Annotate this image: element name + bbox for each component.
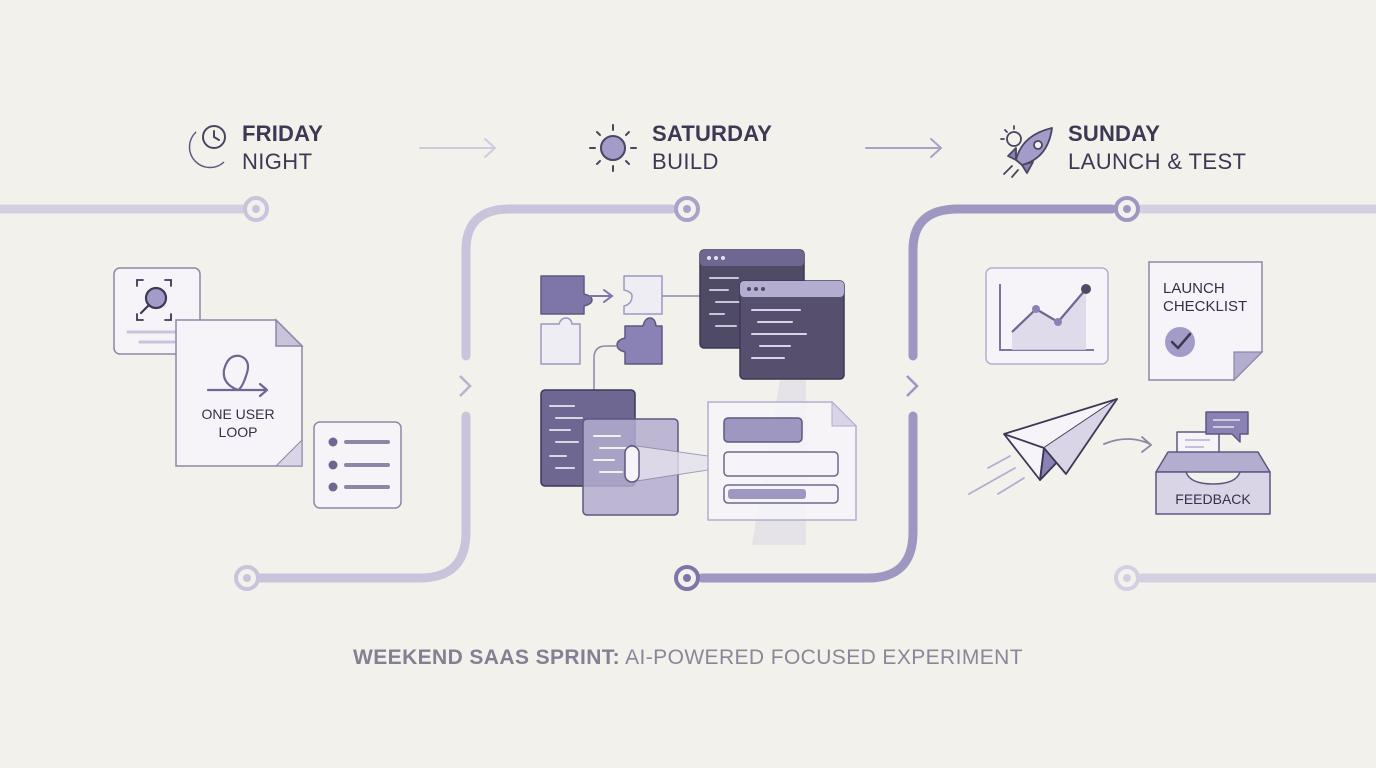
footer-caption: WEEKEND SAAS SPRINT: AI-POWERED FOCUSED …	[0, 646, 1376, 670]
arrow-right-icon	[589, 289, 614, 303]
footer-caption-bold: WEEKEND SAAS SPRINT:	[353, 646, 621, 669]
day-subtitle-saturday: BUILD	[652, 149, 719, 174]
sun-icon	[589, 124, 637, 172]
feedback-label: FEEDBACK	[1175, 491, 1251, 507]
day-title-friday: FRIDAY	[242, 121, 324, 146]
day-title-sunday: SUNDAY	[1068, 121, 1161, 146]
user-loop-label-line1: ONE USER	[201, 406, 275, 422]
chevron-right-icon	[906, 375, 919, 397]
arrow-right-icon	[865, 138, 942, 158]
search-icon	[136, 279, 172, 321]
form-button	[723, 417, 803, 443]
chevron-right-icon	[459, 375, 472, 397]
track-friday-bottom	[255, 411, 471, 583]
paper-plane-icon	[1003, 398, 1118, 481]
user-loop-label: ONE USER LOOP	[180, 405, 296, 441]
footer-caption-rest: AI-POWERED FOCUSED EXPERIMENT	[620, 646, 1023, 669]
rocket-icon	[1000, 125, 1053, 178]
saturday-cluster	[540, 249, 858, 545]
launch-checklist-label: LAUNCH CHECKLIST	[1163, 280, 1247, 316]
form-input	[723, 451, 839, 477]
check-circle-icon	[1165, 327, 1195, 357]
day-subtitle-sunday: LAUNCH & TEST	[1068, 149, 1247, 174]
inbox-icon	[1155, 451, 1271, 515]
arrow-right-icon	[419, 138, 496, 158]
friday-cluster	[113, 267, 402, 509]
timeline-tracks	[0, 204, 1376, 583]
user-loop-label-line2: LOOP	[218, 424, 258, 440]
loop-arrow-icon	[206, 354, 269, 398]
moon-clock-icon	[188, 125, 226, 169]
track-saturday-top	[461, 204, 677, 361]
track-saturday-bottom	[697, 411, 918, 583]
puzzle-icon	[540, 275, 663, 365]
code-window	[739, 280, 845, 380]
launch-checklist-line2: CHECKLIST	[1163, 298, 1248, 315]
day-title-saturday: SATURDAY	[652, 121, 773, 146]
track-sunday-top	[908, 204, 1117, 361]
timeline-nodes	[234, 196, 1140, 591]
sunday-cluster	[968, 261, 1271, 515]
header-arrows	[419, 138, 942, 158]
line-chart-icon	[999, 284, 1094, 351]
arrow-right-icon	[1103, 436, 1153, 453]
day-subtitle-friday: NIGHT	[242, 149, 313, 174]
user-loop-document	[175, 319, 303, 467]
transform-beam	[629, 444, 709, 483]
launch-checklist-line1: LAUNCH	[1163, 280, 1225, 297]
list-icon	[328, 437, 390, 492]
